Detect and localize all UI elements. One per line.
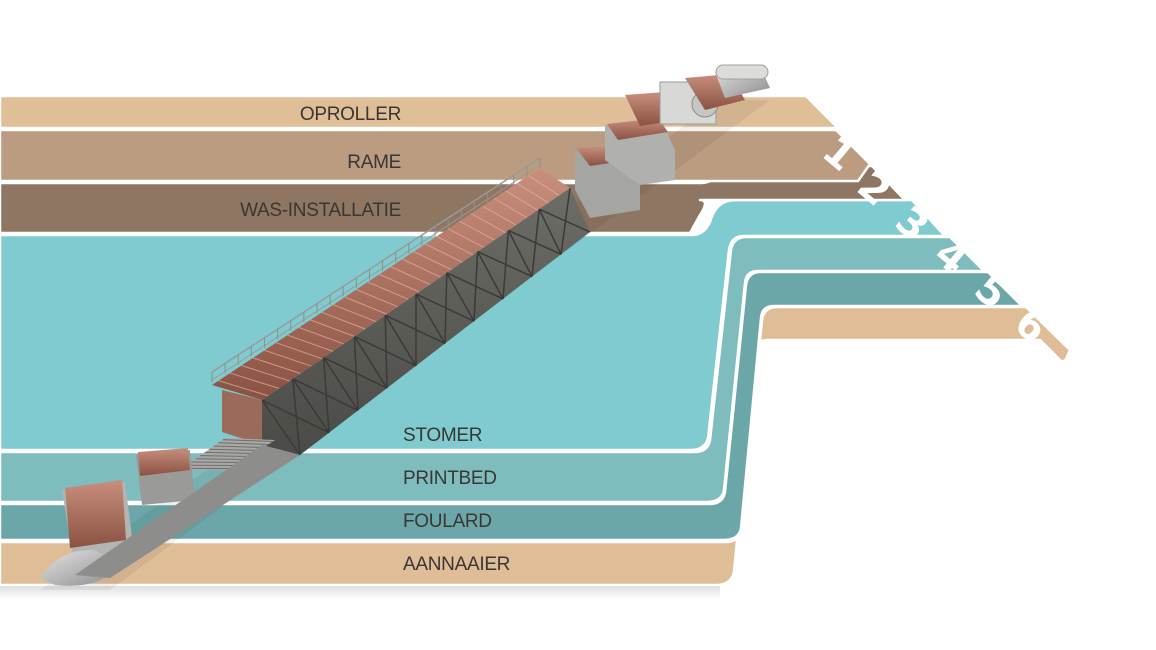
steamer-slat (241, 364, 290, 382)
steamer-slat (470, 213, 506, 233)
frame-brace (531, 209, 540, 277)
frame-brace (354, 335, 417, 367)
steamer-slat (229, 372, 280, 389)
steamer-slat (264, 349, 312, 367)
frame-brace (384, 314, 446, 345)
frame-brace (508, 229, 562, 255)
steamer-slat (367, 281, 409, 300)
steamer-slat (333, 304, 377, 323)
frame-brace (446, 272, 475, 322)
steamer-slat (447, 228, 484, 248)
frame-brace (384, 315, 388, 389)
stage-label-1: OPROLLER (300, 104, 401, 125)
stage-band-5 (0, 235, 986, 504)
frame-brace (292, 378, 330, 434)
frame-brace (323, 356, 388, 389)
steamer-slat (413, 251, 452, 271)
steamer-slat (459, 220, 495, 241)
frame-brace (560, 187, 571, 255)
frame-brace (476, 251, 504, 300)
bed-roller (213, 445, 264, 448)
frame-brace (322, 357, 330, 433)
steamer-slat (310, 319, 355, 337)
stage-label-2: RAME (347, 152, 401, 173)
frame-brace (353, 335, 388, 389)
production-machine-render (40, 64, 770, 590)
frame-brace (322, 357, 359, 411)
frame-brace (415, 293, 475, 322)
steamer-top (212, 168, 570, 400)
steamer-slat (482, 205, 517, 226)
stage-label-7: AANNAAIER (403, 554, 510, 575)
stage-label-4: STOMER (403, 425, 482, 446)
frame-brace (446, 272, 504, 300)
stage-band-2 (0, 128, 872, 183)
bed-roller (191, 461, 242, 463)
steamer-slat (356, 289, 398, 308)
steamer-slat (516, 182, 549, 204)
bed-roller (204, 451, 255, 454)
steamer-slat (390, 266, 431, 285)
frame-brace (384, 314, 417, 367)
stage-labels: OPROLLER RAME WAS-INSTALLATIE STOMER PRI… (240, 104, 510, 575)
steamer-slat (436, 235, 474, 256)
steamer-slat (402, 258, 441, 278)
steamer-slat (344, 296, 387, 315)
bed-roller (209, 448, 260, 451)
frame-brace (353, 336, 359, 411)
frame-brace (473, 251, 479, 322)
band-shadow (0, 586, 720, 600)
bed-roller (218, 442, 269, 445)
frame-brace (538, 208, 562, 255)
frame-brace (444, 272, 448, 344)
steamer-slat (379, 273, 420, 293)
frame-brace (415, 293, 446, 344)
stage-label-6: FOULARD (403, 511, 492, 532)
bed-roller (195, 458, 246, 460)
frame-brace (538, 208, 591, 233)
bed-roller (200, 455, 251, 457)
frame-brace (507, 230, 533, 277)
steamer-slat (298, 327, 344, 345)
steamer-slat (493, 197, 528, 219)
stage-label-3: WAS-INSTALLATIE (240, 200, 401, 221)
stage-label-5: PRINTBED (403, 468, 497, 489)
steamer-slat (275, 342, 323, 360)
steamer-slat (505, 190, 538, 211)
steamer-slat (424, 243, 463, 263)
frame-brace (477, 250, 533, 278)
stage-band-1 (0, 94, 840, 130)
frame-brace (261, 399, 301, 456)
steamer-slat (287, 334, 334, 352)
frame-brace (502, 230, 510, 299)
frame-brace (261, 399, 330, 434)
frame-brace (292, 378, 301, 456)
steamer-slat (218, 380, 269, 397)
bed-roller (222, 439, 273, 442)
steamer-slat (252, 357, 301, 374)
frame-brace (292, 378, 359, 412)
steamer-slat (321, 311, 366, 330)
steamer-slat (528, 175, 560, 196)
